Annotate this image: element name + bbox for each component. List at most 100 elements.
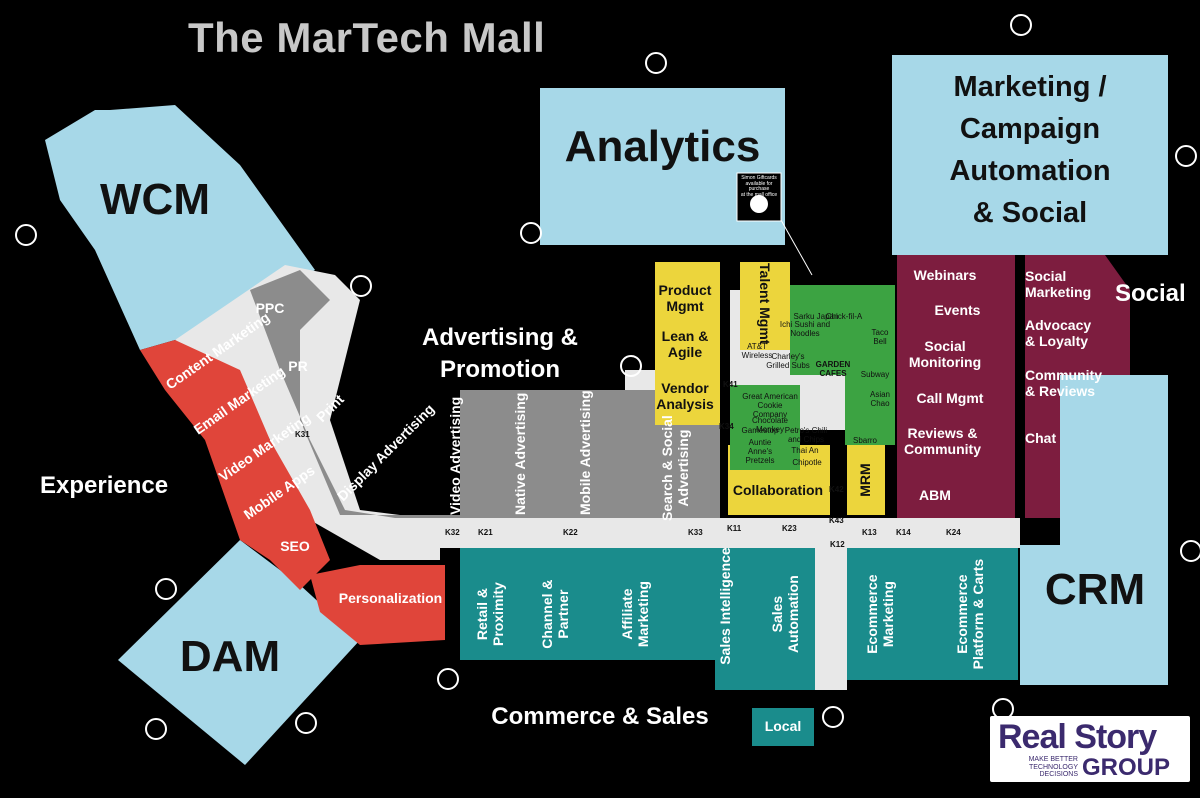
restaurant-sbarro[interactable]: Sbarro bbox=[852, 436, 877, 445]
store-social-monitoring[interactable]: Social Monitoring bbox=[908, 338, 982, 371]
restaurant-att-wireless[interactable]: AT&T Wireless bbox=[741, 342, 773, 361]
entrance-icon bbox=[1175, 145, 1197, 167]
walkway-main bbox=[400, 518, 1020, 548]
kiosk-k43[interactable]: K43 bbox=[829, 516, 844, 525]
store-lean-agile[interactable]: Lean & Agile bbox=[661, 328, 709, 361]
store-pr[interactable]: PR bbox=[288, 358, 308, 374]
restaurant-subway[interactable]: Subway bbox=[860, 370, 890, 379]
kiosk-k14[interactable]: K14 bbox=[896, 528, 911, 537]
real-story-group-logo: Real Story MAKE BETTER TECHNOLOGY DECISI… bbox=[990, 716, 1190, 782]
local-box[interactable] bbox=[752, 708, 814, 746]
kiosk-k41[interactable]: K41 bbox=[723, 380, 738, 389]
restaurant-ichi-sushi[interactable]: Ichi Sushi and Noodles bbox=[779, 320, 831, 339]
store-personalization-label[interactable]: Personalization bbox=[338, 590, 443, 606]
store-vendor-analysis[interactable]: Vendor Analysis bbox=[656, 380, 714, 413]
entrance-icon bbox=[350, 275, 372, 297]
restaurant-petros[interactable]: Petro's Chili and Chips bbox=[784, 426, 828, 445]
entrance-icon bbox=[822, 706, 844, 728]
kiosk-k31[interactable]: K31 bbox=[295, 430, 310, 439]
store-ecommerce-marketing[interactable]: Ecommerce Marketing bbox=[863, 574, 896, 654]
store-mobile-advertising[interactable]: Mobile Advertising bbox=[576, 390, 593, 516]
kiosk-k11[interactable]: K11 bbox=[727, 524, 742, 533]
store-talent[interactable] bbox=[740, 262, 790, 350]
store-abm[interactable]: ABM bbox=[919, 487, 951, 503]
store-ecommerce-platform[interactable]: Ecommerce Platform & Carts bbox=[953, 558, 986, 670]
store-talent-mgmt[interactable]: Talent Mgmt bbox=[757, 263, 774, 345]
zone-marketing-left[interactable] bbox=[897, 255, 1015, 518]
zone-commerce-east[interactable] bbox=[847, 548, 1018, 680]
store-sales-intelligence[interactable]: Sales Intelligence bbox=[716, 547, 733, 665]
entrance-icon bbox=[645, 52, 667, 74]
zone-commerce[interactable] bbox=[460, 548, 815, 690]
store-community-reviews[interactable]: Community & Reviews bbox=[1025, 367, 1102, 400]
food-court[interactable] bbox=[790, 285, 895, 445]
restaurant-auntie-annes[interactable]: Auntie Anne's Pretzels bbox=[745, 438, 775, 466]
section-commerce: Commerce & Sales bbox=[491, 703, 709, 730]
kiosk-k12[interactable]: K12 bbox=[830, 540, 845, 549]
anchor-analytics[interactable] bbox=[540, 88, 785, 245]
restaurant-great-american-cookie[interactable]: Great American Cookie Company bbox=[742, 392, 798, 420]
anchor-crm[interactable] bbox=[1020, 375, 1168, 685]
store-reviews-community[interactable]: Reviews & Community bbox=[904, 425, 981, 458]
store-video-advertising[interactable]: Video Advertising bbox=[446, 396, 463, 516]
kiosk-k13[interactable]: K13 bbox=[862, 528, 877, 537]
restaurant-chocolate-monkey[interactable]: Chocolate Monkey bbox=[751, 416, 789, 435]
store-social-marketing[interactable]: Social Marketing bbox=[1025, 268, 1092, 301]
ma-line-4: & Social bbox=[972, 197, 1088, 230]
kiosk-k34[interactable]: K34 bbox=[719, 422, 734, 431]
ma-line-2: Campaign bbox=[959, 113, 1101, 146]
zone-marketing-right[interactable] bbox=[1025, 255, 1130, 518]
restaurant-chick-fil-a[interactable]: Chick-fil-A bbox=[825, 312, 863, 321]
store-affiliate-marketing[interactable]: Affiliate Marketing bbox=[618, 581, 651, 648]
anchor-wcm[interactable] bbox=[45, 105, 315, 350]
store-advocacy-loyalty[interactable]: Advocacy & Loyalty bbox=[1025, 317, 1092, 350]
restaurant-chipotle[interactable]: Chipotle bbox=[792, 458, 822, 467]
logo-name: Real Story bbox=[998, 718, 1157, 756]
store-webinars[interactable]: Webinars bbox=[913, 267, 977, 283]
zone-yellow[interactable] bbox=[655, 262, 720, 425]
store-seo[interactable]: SEO bbox=[280, 538, 310, 554]
restaurant-gamestop[interactable]: Gamestop bbox=[741, 426, 779, 435]
ma-line-3: Automation bbox=[949, 155, 1111, 188]
store-search-social-advertising[interactable]: Search & Social Advertising bbox=[658, 415, 691, 522]
kiosk-k23[interactable]: K23 bbox=[782, 524, 797, 533]
store-chat[interactable]: Chat bbox=[1025, 430, 1057, 446]
restaurant-taco-bell[interactable]: Taco Bell bbox=[871, 328, 889, 347]
food-court-south[interactable] bbox=[730, 385, 800, 470]
kiosk-k22[interactable]: K22 bbox=[563, 528, 578, 537]
anchor-crm-label: CRM bbox=[1044, 565, 1146, 614]
store-retail-proximity[interactable]: Retail & Proximity bbox=[473, 582, 506, 646]
restaurant-asian-chao[interactable]: Asian Chao bbox=[869, 390, 890, 409]
store-mrm[interactable] bbox=[847, 445, 885, 515]
gift-card-notice: Simon Giftcards available for purchase a… bbox=[738, 175, 780, 198]
restaurant-charleys[interactable]: Charley's Grilled Subs bbox=[766, 352, 810, 371]
kiosk-k32[interactable]: K32 bbox=[445, 528, 460, 537]
kiosk-k33[interactable]: K33 bbox=[688, 528, 703, 537]
store-personalization[interactable] bbox=[310, 565, 445, 645]
food-court-label: GARDEN CAFES bbox=[808, 360, 858, 378]
store-sales-automation[interactable]: Sales Automation bbox=[768, 575, 801, 653]
zone-experience[interactable] bbox=[140, 340, 330, 590]
zone-advertising[interactable] bbox=[250, 270, 720, 518]
store-mrm-label[interactable]: MRM bbox=[856, 463, 873, 497]
walkway-south bbox=[815, 540, 847, 690]
store-events[interactable]: Events bbox=[934, 302, 981, 318]
store-channel-partner[interactable]: Channel & Partner bbox=[538, 579, 571, 649]
store-collaboration-label[interactable]: Collaboration bbox=[732, 482, 824, 498]
kiosk-k21[interactable]: K21 bbox=[478, 528, 493, 537]
restaurant-sarku-japan[interactable]: Sarku Japan bbox=[793, 312, 839, 321]
anchor-marketing-automation[interactable] bbox=[892, 55, 1168, 255]
anchor-wcm-label: WCM bbox=[100, 175, 210, 224]
kiosk-k24[interactable]: K24 bbox=[946, 528, 961, 537]
store-ppc[interactable]: PPC bbox=[255, 300, 285, 316]
store-call-mgmt[interactable]: Call Mgmt bbox=[916, 390, 984, 406]
store-product-mgmt[interactable]: Product Mgmt bbox=[658, 282, 712, 315]
store-native-advertising[interactable]: Native Advertising bbox=[511, 392, 528, 516]
gift-card-line-1: Simon Giftcards bbox=[741, 175, 777, 181]
logo-sub: GROUP bbox=[1082, 754, 1171, 781]
anchor-dam[interactable] bbox=[118, 540, 360, 765]
gift-card-pointer bbox=[780, 219, 813, 276]
restaurant-thai-an[interactable]: Thai An bbox=[791, 446, 819, 455]
kiosk-k42[interactable]: K42 bbox=[829, 485, 844, 494]
